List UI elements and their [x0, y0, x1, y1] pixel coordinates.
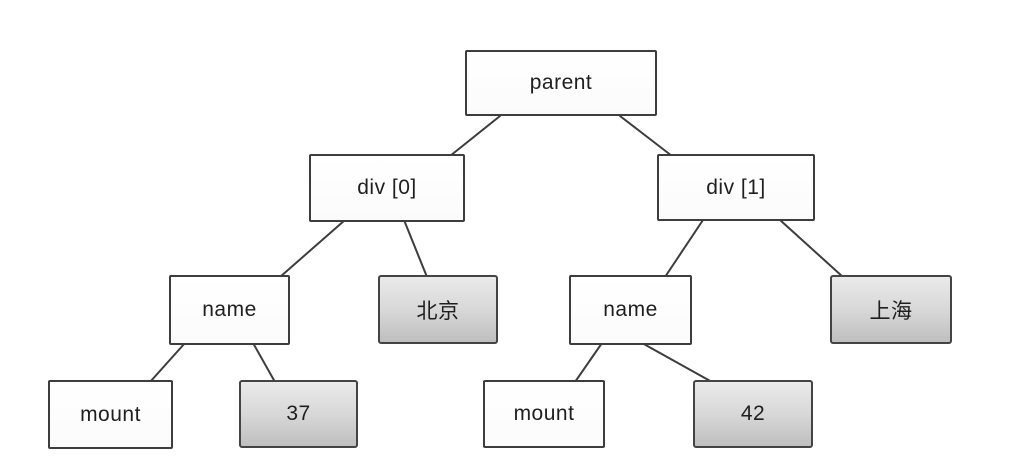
node-mount-left-label: mount [80, 402, 141, 426]
edge-name0-mount0 [149, 342, 186, 383]
node-value-42: 42 [693, 380, 813, 448]
edge-div0-name0 [279, 219, 346, 278]
node-value-42-label: 42 [740, 402, 766, 425]
edge-name1-mount1 [574, 342, 603, 383]
node-name-right: name [569, 275, 692, 345]
node-value-37: 37 [239, 380, 358, 448]
node-name-right-label: name [603, 298, 658, 321]
edge-div1-shanghai [779, 219, 844, 278]
node-value-shanghai: 上海 [830, 275, 952, 344]
node-value-37-label: 37 [286, 402, 311, 425]
node-div-0: div [0] [309, 154, 465, 222]
node-mount-right-label: mount [513, 402, 575, 425]
node-mount-left: mount [48, 380, 173, 449]
edge-parent-div0 [449, 115, 501, 157]
node-div-1-label: div [1] [706, 175, 766, 199]
node-value-beijing: 北京 [378, 275, 498, 344]
node-value-shanghai-label: 上海 [869, 299, 913, 323]
edge-parent-div1 [619, 115, 673, 157]
edge-name1-value42 [641, 342, 713, 383]
node-div-1: div [1] [657, 154, 815, 221]
edge-div1-name1 [664, 219, 704, 278]
node-name-left-label: name [202, 298, 257, 321]
node-parent-label: parent [529, 71, 593, 94]
edge-div0-beijing [403, 219, 428, 278]
node-div-0-label: div [0] [357, 176, 417, 199]
node-mount-right: mount [483, 380, 605, 448]
node-value-beijing-label: 北京 [416, 299, 460, 323]
node-name-left: name [169, 275, 290, 345]
node-parent: parent [465, 50, 657, 116]
edge-name0-value37 [252, 342, 276, 383]
